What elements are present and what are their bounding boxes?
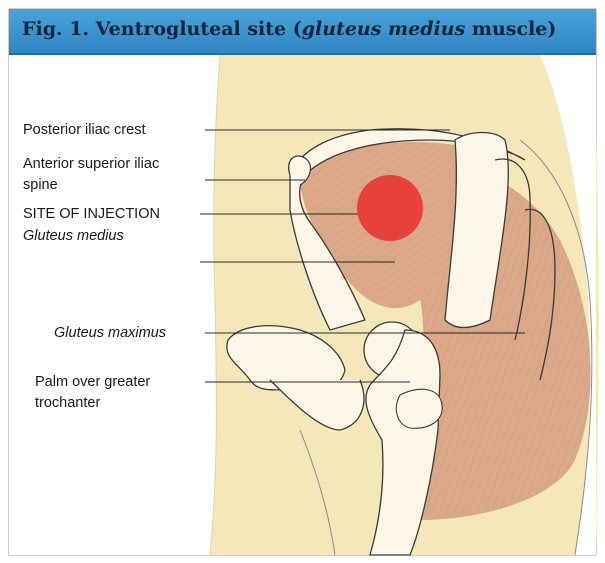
greater-trochanter — [396, 389, 442, 428]
figure-title-banner: Fig. 1. Ventrogluteal site (gluteus medi… — [9, 9, 596, 55]
figure-title: Fig. 1. Ventrogluteal site (gluteus medi… — [22, 18, 556, 40]
label-gluteus-maximus: Gluteus maximus — [54, 323, 166, 343]
label-posterior-iliac-crest: Posterior iliac crest — [23, 120, 145, 140]
label-anterior-superior-iliac-line2: spine — [23, 175, 58, 195]
label-site-of-injection: SITE OF INJECTION — [23, 204, 160, 224]
label-gluteus-medius: Gluteus medius — [23, 226, 124, 246]
label-palm-line2: trochanter — [35, 393, 100, 413]
injection-site-marker — [357, 175, 423, 241]
figure-title-italic: gluteus medius — [302, 18, 466, 40]
label-anterior-superior-iliac-line1: Anterior superior iliac — [23, 154, 159, 174]
label-palm-line1: Palm over greater — [35, 372, 150, 392]
